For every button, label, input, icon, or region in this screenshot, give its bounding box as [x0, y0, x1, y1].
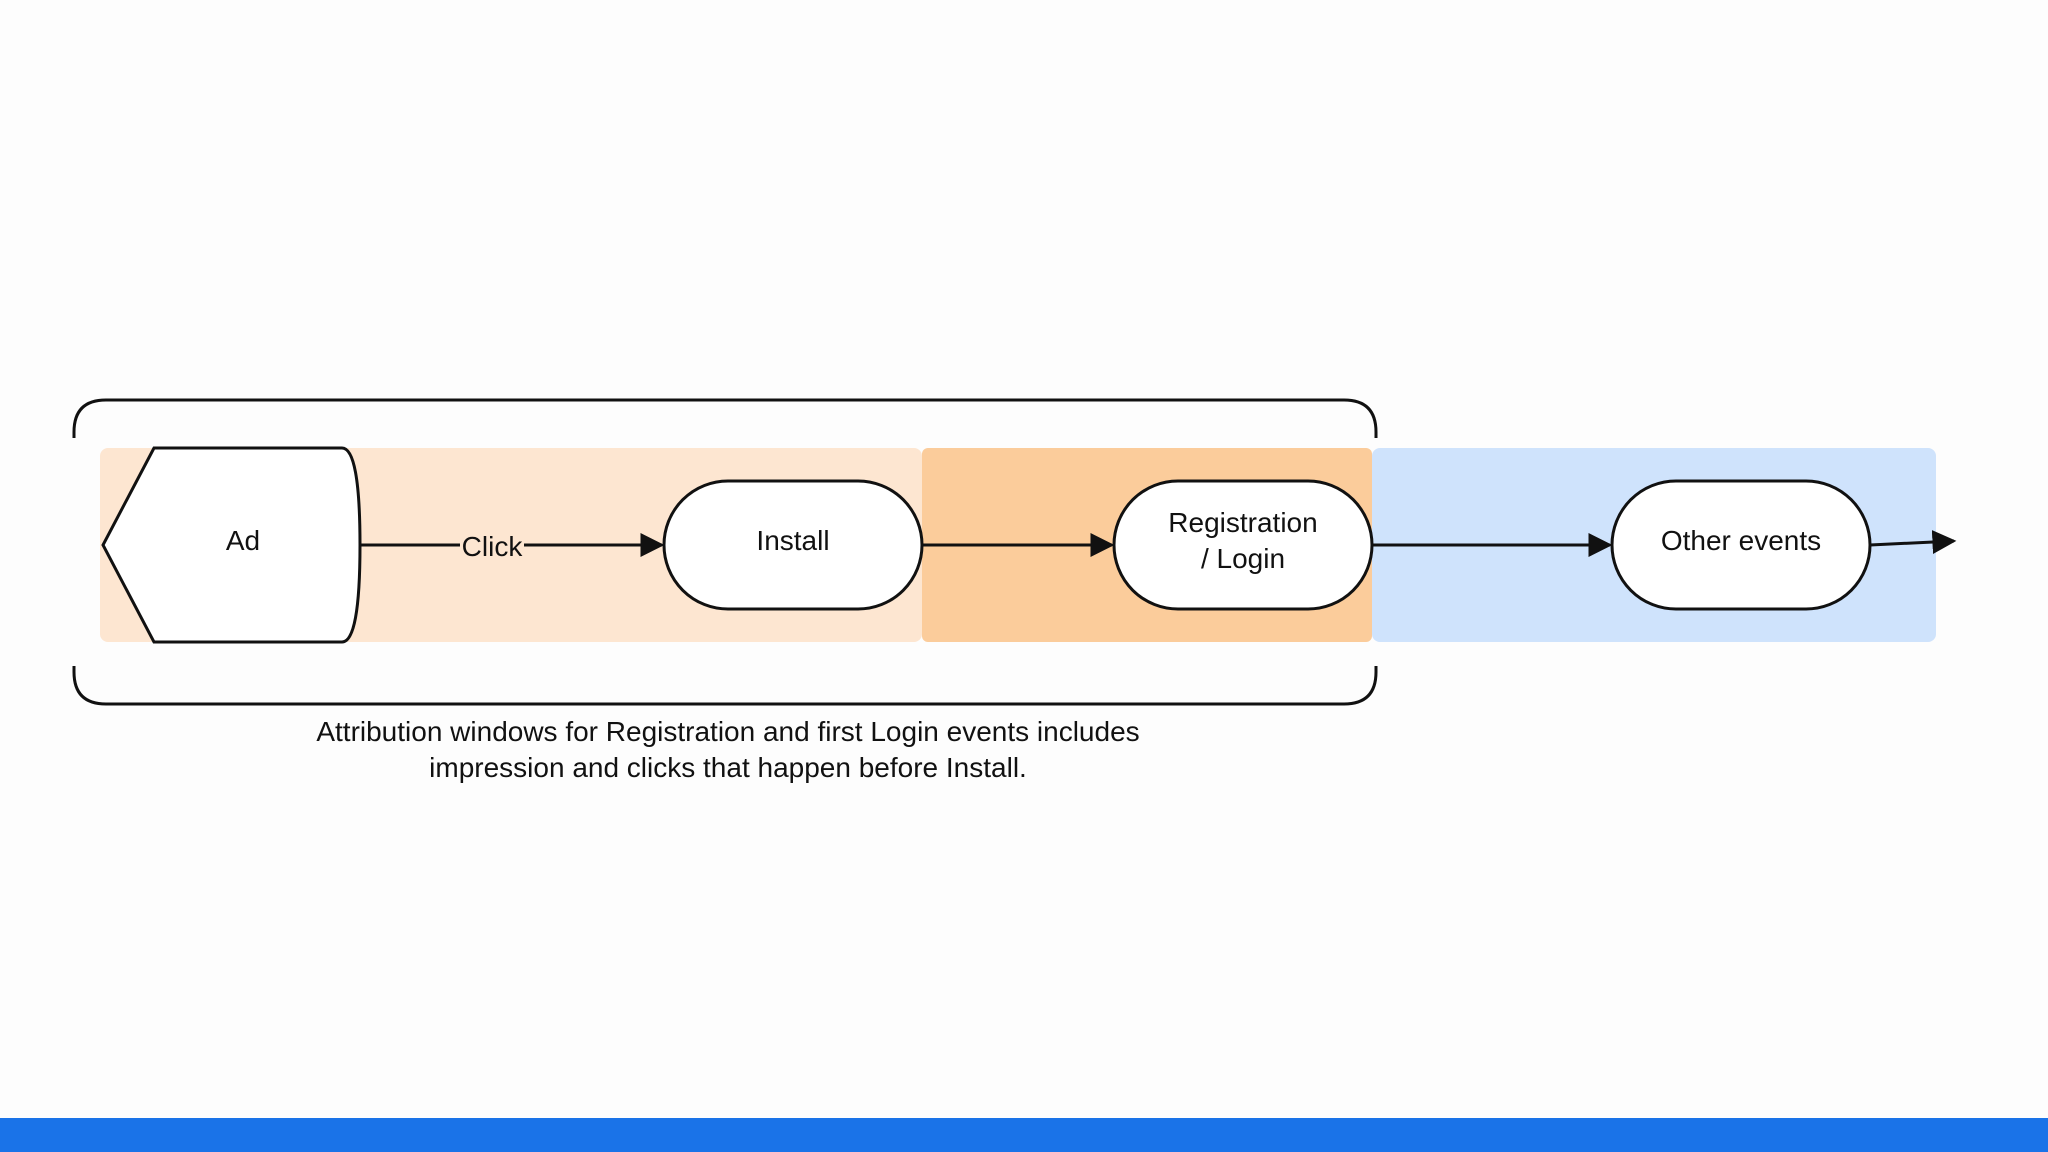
attribution-window-bracket-bottom [72, 666, 1378, 706]
caption-line-2: impression and clicks that happen before… [429, 752, 1027, 783]
install-node-label: Install [756, 525, 829, 556]
registration-node-label-line1: Registration [1168, 507, 1317, 538]
other-events-outgoing-edge [1869, 530, 1957, 555]
ad-node [101, 446, 362, 644]
other-events-node-label: Other events [1661, 525, 1821, 556]
attribution-window-bracket-top [72, 398, 1378, 438]
caption-line-1: Attribution windows for Registration and… [316, 716, 1140, 747]
ad-node-label: Ad [226, 525, 260, 556]
attribution-window-caption: Attribution windows for Registration and… [228, 714, 1228, 786]
click-edge-label: Click [462, 531, 524, 562]
bottom-accent-bar [0, 1118, 2048, 1152]
registration-node-label-line2: / Login [1201, 543, 1285, 574]
